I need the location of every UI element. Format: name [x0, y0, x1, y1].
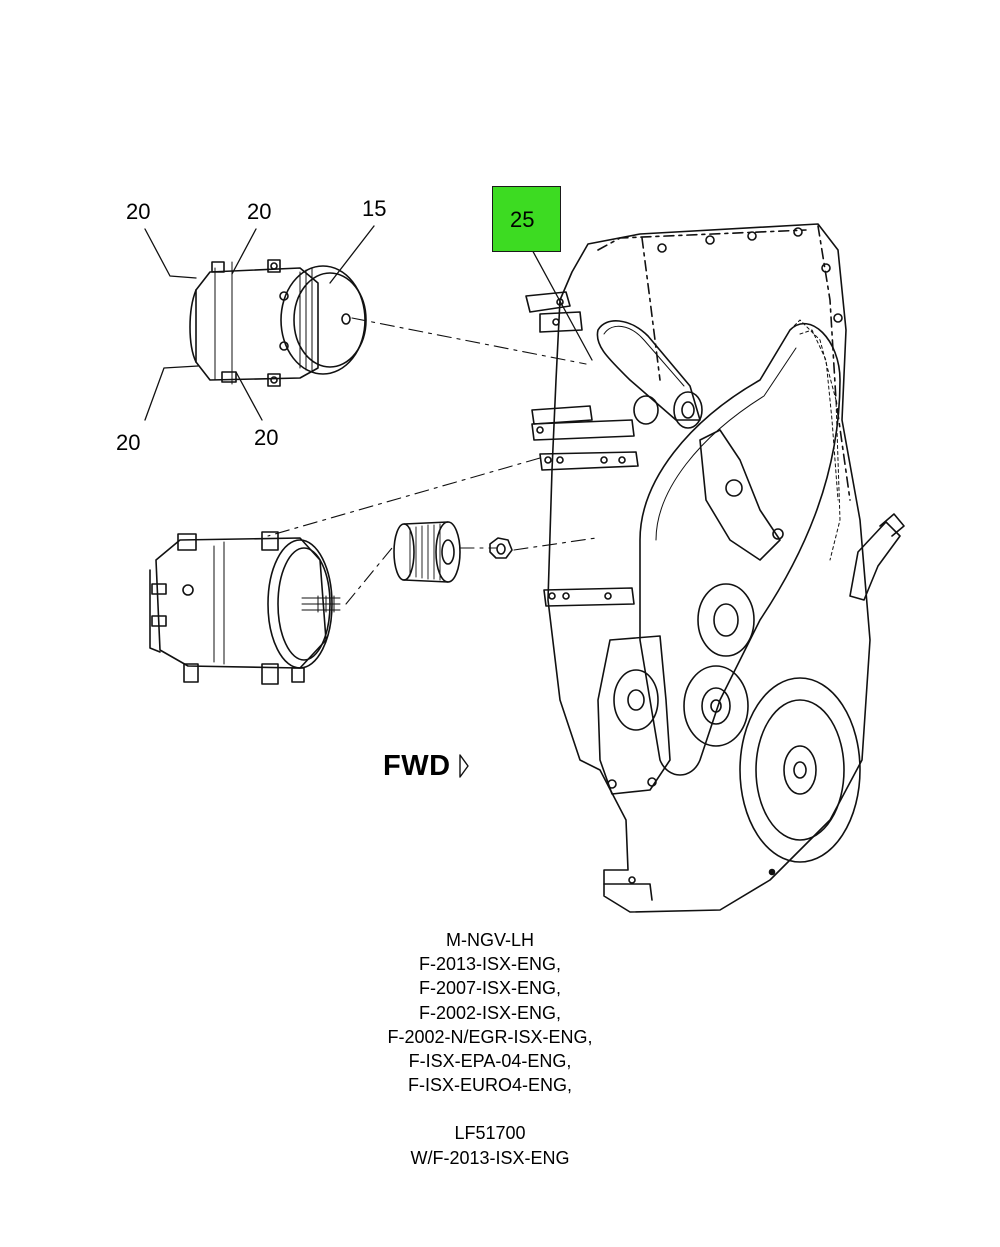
fwd-arrow-icon: [459, 754, 469, 778]
applicability-line: F-ISX-EURO4-ENG,: [407, 1075, 572, 1096]
callout-20-bottom-left: 20: [116, 430, 141, 455]
ac-compressor: [189, 259, 367, 387]
dashed-alignment-lines: [267, 317, 597, 605]
part-usage: W/F-2013-ISX-ENG: [410, 1147, 570, 1168]
callout-20-top-left: 20: [126, 199, 151, 224]
pulley-nut: [489, 537, 513, 559]
callout-25-highlighted[interactable]: 25: [492, 186, 561, 252]
applicability-notes: M-NGV-LH F-2013-ISX-ENG, F-2007-ISX-ENG,…: [330, 928, 650, 1170]
fwd-direction-label: FWD: [383, 750, 451, 782]
applicability-line: M-NGV-LH: [445, 930, 534, 950]
callout-15: 15: [362, 196, 387, 221]
callout-20-top-mid: 20: [247, 199, 272, 224]
water-pump: [597, 635, 671, 795]
applicability-line: F-2007-ISX-ENG,: [418, 978, 562, 999]
pulley-25-leader: [529, 245, 593, 361]
alternator-pulley: [393, 521, 461, 583]
applicability-line: F-2002-N/EGR-ISX-ENG,: [387, 1026, 593, 1047]
applicability-line: F-2002-ISX-ENG,: [418, 1002, 562, 1023]
callout-20-bottom-mid: 20: [254, 425, 279, 450]
part-number: LF51700: [454, 1123, 526, 1144]
engine-sensor: [849, 513, 905, 601]
applicability-line: F-ISX-EPA-04-ENG,: [408, 1051, 572, 1072]
alternator: [149, 531, 341, 685]
applicability-line: F-2013-ISX-ENG,: [418, 954, 562, 975]
callout-25-label: 25: [510, 207, 535, 232]
compressor-leader-lines: [144, 225, 375, 421]
serpentine-belt: [596, 319, 841, 776]
engine-pulleys: [633, 391, 861, 863]
engine-front-cover: [525, 223, 871, 913]
